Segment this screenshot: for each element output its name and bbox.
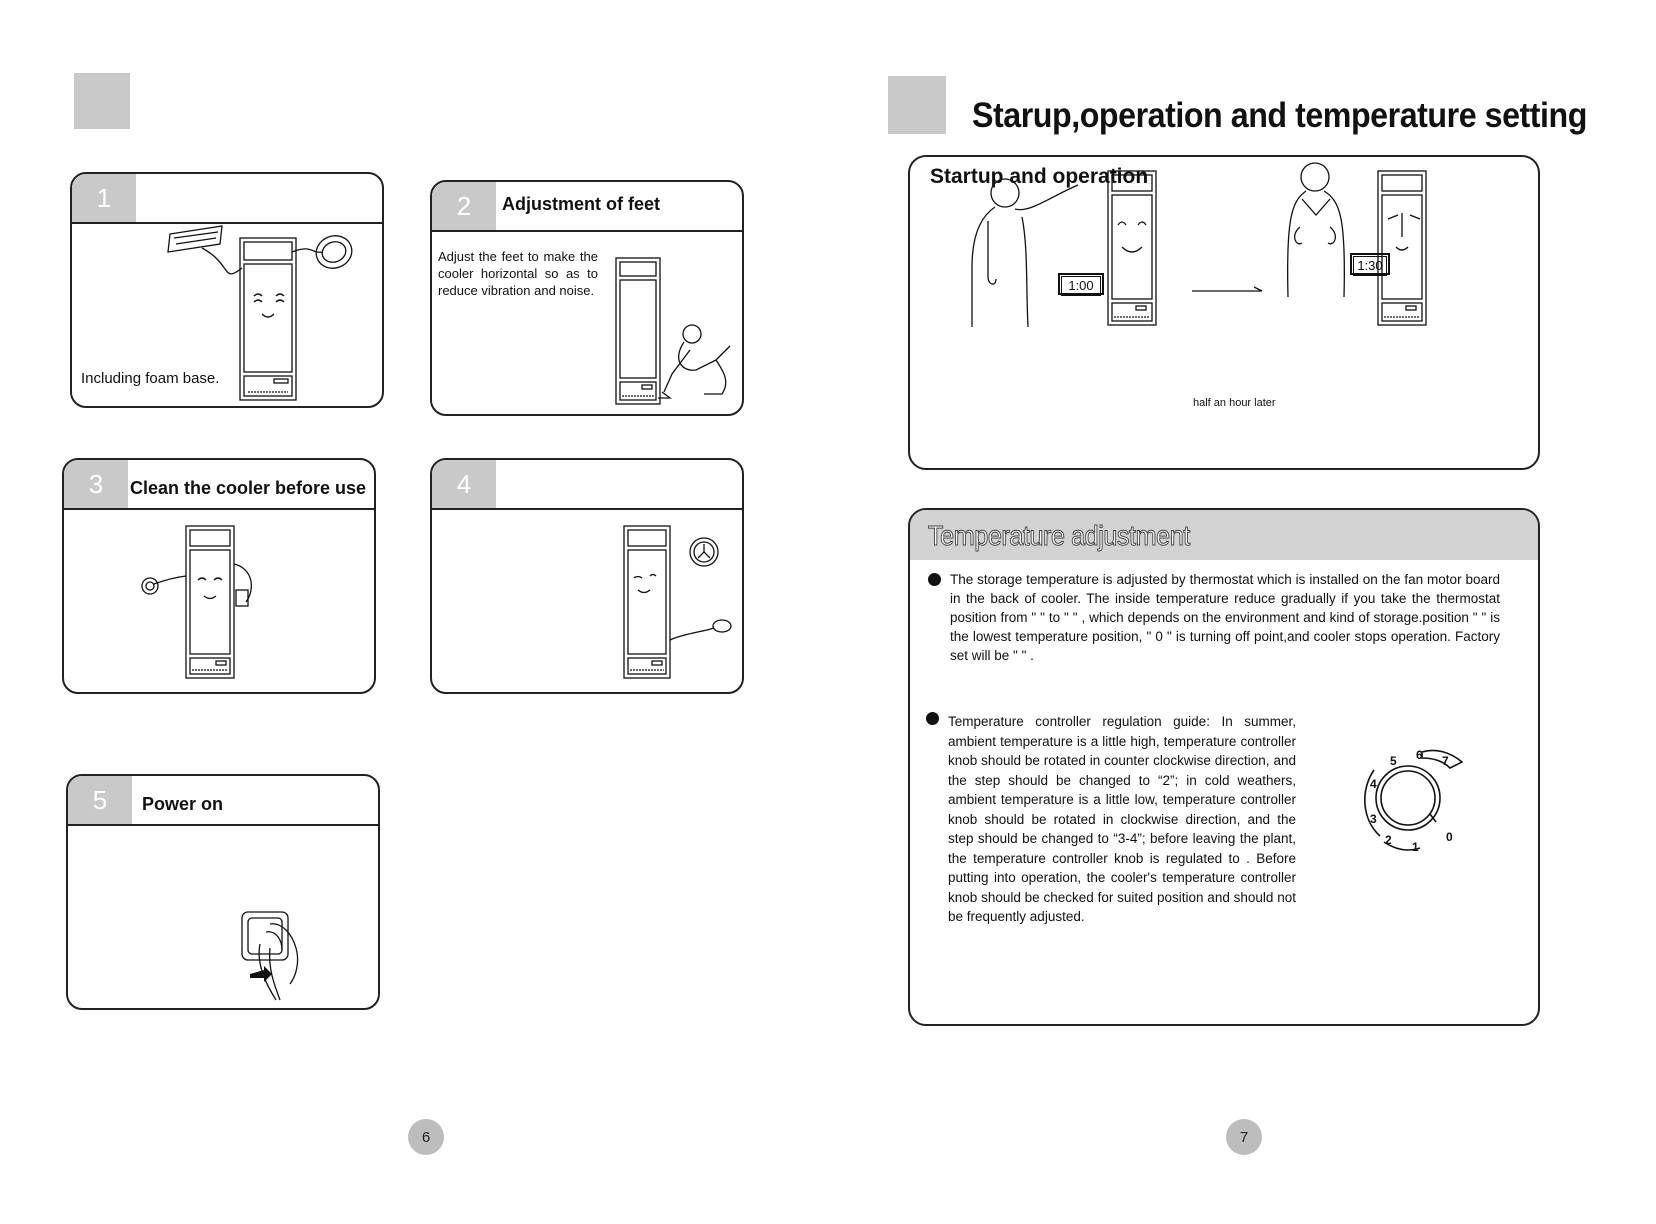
- step-4-panel: 4: [430, 458, 744, 694]
- step-2-number: 2: [432, 182, 496, 230]
- step-1-number: 1: [72, 174, 136, 222]
- step-3-number: 3: [64, 460, 128, 508]
- step-2-text: Adjust the feet to make the cooler horiz…: [438, 249, 598, 298]
- bullet-1: [928, 573, 941, 586]
- left-page-number: 6: [408, 1119, 444, 1155]
- clock-1-00: 1:00: [1058, 273, 1104, 296]
- step-5-header: [68, 776, 378, 826]
- dial-label-3: 3: [1370, 812, 1377, 826]
- dial-label-0: 0: [1446, 830, 1453, 844]
- step-2-panel: 2 Adjustment of feet Adjust the feet to …: [430, 180, 744, 416]
- startup-operation-title: Startup and operation: [930, 165, 1149, 188]
- power-plug-illustration: [241, 911, 299, 1001]
- thermostat-dial: 5 6 7 4 3 2 1 0: [1350, 730, 1480, 860]
- right-page-corner-marker: [888, 76, 946, 134]
- temperature-adjustment-title: Temperature adjustment: [928, 520, 1191, 552]
- step-5-panel: 5 Power on: [66, 774, 380, 1010]
- temperature-paragraph-2: Temperature controller regulation guide:…: [948, 714, 1296, 924]
- step-2-header: [432, 182, 742, 232]
- step-2-title: Adjustment of feet: [502, 194, 661, 214]
- step-5-number: 5: [68, 776, 132, 824]
- cleaning-cooler-illustration: [141, 525, 252, 679]
- step-3-title: Clean the cooler before use: [130, 478, 367, 498]
- dial-label-4: 4: [1370, 777, 1377, 791]
- step-1-panel: 1 Including foam base.: [70, 172, 384, 408]
- clock-1-30-value: 1:30: [1353, 256, 1387, 276]
- temperature-adjustment-box: Temperature adjustment The storage tempe…: [908, 508, 1540, 1026]
- right-page-number: 7: [1226, 1119, 1262, 1155]
- half-hour-label: half an hour later: [1193, 397, 1276, 409]
- dial-label-1: 1: [1412, 840, 1419, 854]
- adjusting-feet-illustration: [615, 257, 731, 405]
- step-4-header: [432, 460, 742, 510]
- dial-label-7: 7: [1442, 754, 1449, 768]
- clock-1-00-value: 1:00: [1061, 276, 1101, 296]
- step-3-header: [64, 460, 374, 510]
- startup-operation-box: Startup and operation 1:00 1:30 half an …: [908, 155, 1540, 470]
- temperature-paragraph-1: The storage temperature is adjusted by t…: [950, 572, 1500, 663]
- step-1-header: [72, 174, 382, 224]
- startup-sequence-illustration: [971, 162, 1427, 328]
- step-4-number: 4: [432, 460, 496, 508]
- unpacking-cooler-illustration: [167, 225, 353, 401]
- step-1-caption: Including foam base.: [81, 370, 220, 387]
- dial-label-2: 2: [1385, 833, 1392, 847]
- step-3-panel: 3 Clean the cooler before use: [62, 458, 376, 694]
- left-page-corner-marker: [74, 73, 130, 129]
- temperature-adjustment-header: [910, 510, 1538, 560]
- clock-1-30: 1:30: [1350, 253, 1390, 276]
- page-title: Starup,operation and temperature setting: [972, 96, 1587, 135]
- bullet-2: [926, 712, 939, 725]
- dial-label-5: 5: [1390, 754, 1397, 768]
- thermostat-dial-icon: [1364, 749, 1464, 851]
- step-5-title: Power on: [142, 794, 224, 814]
- dial-label-6: 6: [1416, 748, 1423, 762]
- waiting-cooler-illustration: [623, 525, 732, 679]
